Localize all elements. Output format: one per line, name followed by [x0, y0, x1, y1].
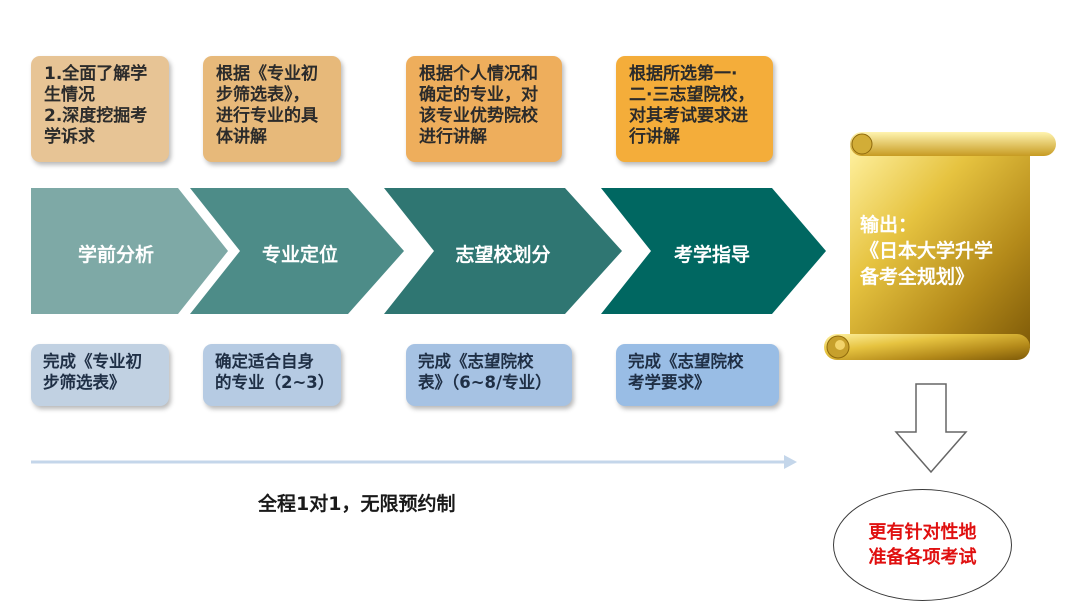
chevron-step-1 — [31, 188, 228, 314]
step-label-exam-guidance: 考学指导 — [673, 244, 750, 266]
note-school-explanation: 根据个人情况和 确定的专业，对 该专业优势院校 进行讲解 — [406, 56, 562, 162]
output-line-3: 备考全规划》 — [860, 266, 975, 288]
result-line-1: 更有针对性地 — [868, 522, 977, 543]
service-slogan: 全程1对1，无限预约制 — [258, 493, 456, 515]
output-line-2: 《日本大学升学 — [860, 240, 994, 262]
result-note-3: 完成《志望院校 表》（6~8/专业） — [406, 344, 572, 406]
output-scroll-text: 输出： 《日本大学升学 备考全规划》 — [860, 212, 1025, 290]
step-label-major-positioning: 专业定位 — [261, 244, 338, 266]
note-student-analysis: 1.全面了解学 生情况 2.深度挖掘考 学诉求 — [31, 56, 169, 162]
step-label-school-division: 志望校划分 — [455, 244, 551, 266]
output-scroll — [824, 132, 1056, 360]
result-note-1: 完成《专业初 步筛选表》 — [31, 344, 169, 406]
output-line-1: 输出： — [860, 214, 918, 236]
result-note-2: 确定适合自身 的专业（2~3） — [203, 344, 341, 406]
result-note-4: 完成《志望院校 考学要求》 — [616, 344, 779, 406]
result-line-2: 准备各项考试 — [868, 547, 977, 568]
note-exam-requirements: 根据所选第一· 二·三志望院校， 对其考试要求进 行讲解 — [616, 56, 773, 162]
chevron-step-3 — [384, 188, 622, 314]
note-major-explanation: 根据《专业初 步筛选表》， 进行专业的具 体讲解 — [203, 56, 341, 162]
down-arrow-icon — [894, 383, 968, 474]
timeline-arrowhead — [784, 455, 797, 469]
chevron-step-2 — [190, 188, 404, 314]
step-label-pre-analysis: 学前分析 — [77, 244, 154, 266]
chevron-step-4 — [601, 188, 826, 314]
result-ellipse: 更有针对性地 准备各项考试 — [833, 489, 1012, 601]
